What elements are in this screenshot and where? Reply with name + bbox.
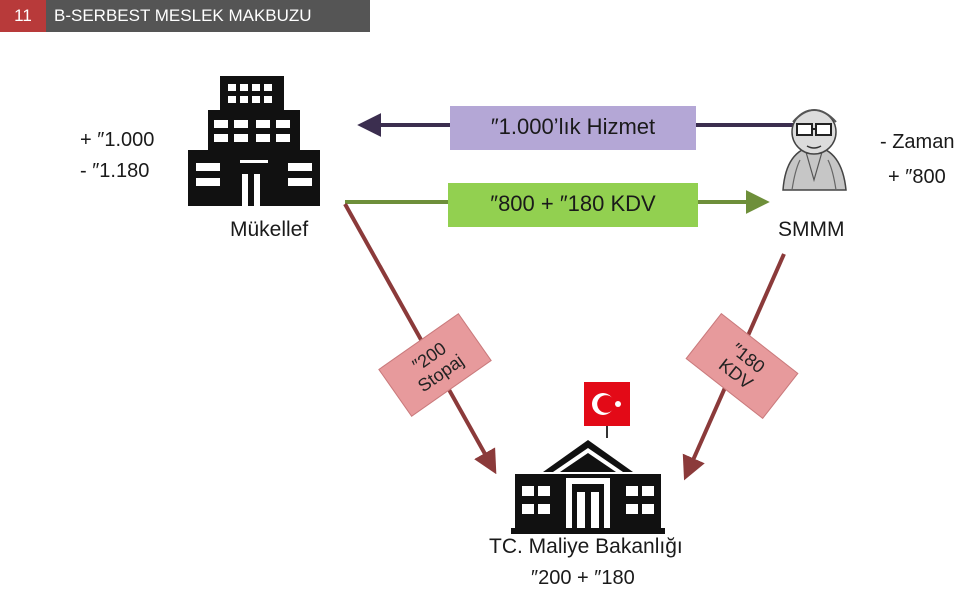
withholding-arrow	[343, 203, 497, 475]
payment-label: ″800 + ″180 KDV	[490, 191, 656, 216]
accountant-plus: + ″800	[888, 166, 946, 188]
accountant-label: SMMM	[778, 218, 845, 241]
government-building-icon	[511, 440, 665, 534]
office-building-icon	[188, 76, 320, 206]
slide-header: 11 B-SERBEST MESLEK MAKBUZU	[0, 0, 370, 32]
ministry-label: TC. Maliye Bakanlığı	[489, 535, 683, 558]
taxpayer-plus: + ″1.000	[80, 129, 155, 151]
accountant-minus: - Zaman	[880, 131, 955, 153]
turkish-flag-icon	[584, 382, 630, 438]
slide-number: 11	[0, 0, 46, 32]
service-label: ″1.000’lık Hizmet	[490, 114, 656, 139]
service-box	[450, 106, 696, 150]
accountant-person-icon	[782, 109, 847, 191]
taxpayer-minus: - ″1.180	[80, 160, 150, 182]
slide-title: B-SERBEST MESLEK MAKBUZU	[54, 6, 312, 25]
taxpayer-label: Mükellef	[230, 218, 309, 241]
vat-tag-label: ″180 KDV	[715, 339, 769, 394]
ministry-amount: ″200 + ″180	[531, 567, 635, 589]
payment-box	[448, 183, 698, 227]
